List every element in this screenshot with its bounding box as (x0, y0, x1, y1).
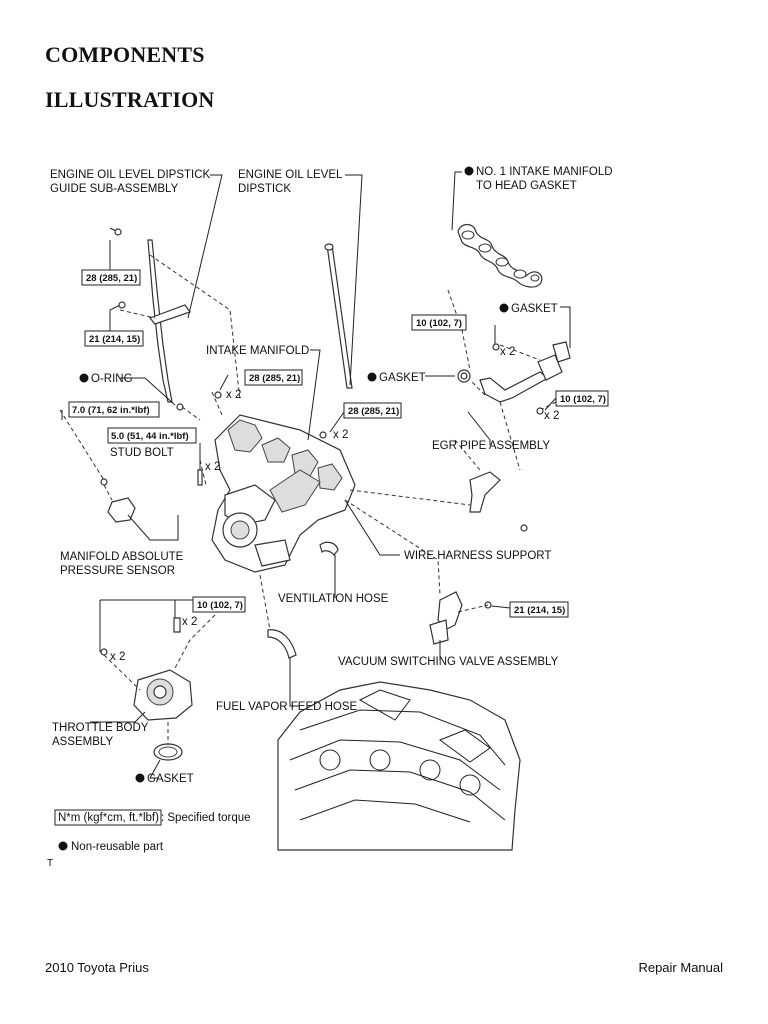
torque-value: 21 (214, 15) (514, 605, 565, 616)
torque-box: 5.0 (51, 44 in.*lbf) (107, 427, 197, 444)
intake-manifold-part (211, 414, 356, 573)
non-reusable-dot-icon (58, 841, 68, 851)
torque-box: 28 (285, 21) (244, 369, 303, 386)
label-egr-pipe: EGR PIPE ASSEMBLY (432, 440, 550, 452)
multiplier-text: x 2 (182, 616, 197, 628)
torque-value: 10 (102, 7) (560, 394, 606, 405)
non-reusable-dot-icon (499, 303, 509, 313)
label-intake-gasket-2: TO HEAD GASKET (476, 180, 577, 192)
label-gasket-bottom: GASKET (147, 773, 194, 785)
legend-non-reusable: Non-reusable part (71, 841, 164, 853)
non-reusable-dot-icon (135, 773, 145, 783)
torque-box: 10 (102, 7) (411, 314, 467, 331)
torque-box: 21 (214, 15) (84, 330, 144, 347)
torque-value: 28 (285, 21) (86, 273, 137, 284)
dipstick-part (324, 243, 353, 389)
label-gasket-left: GASKET (379, 372, 426, 384)
wire-harness-support-part (469, 471, 528, 532)
label-dipstick-2: DIPSTICK (238, 183, 291, 195)
label-wire-harness: WIRE HARNESS SUPPORT (404, 550, 551, 562)
multiplier-text: x 2 (544, 410, 559, 422)
label-dipstick-guide-2: GUIDE SUB-ASSEMBLY (50, 183, 179, 195)
engine-block-sketch (277, 681, 521, 851)
torque-box: 28 (285, 21) (81, 269, 141, 286)
torque-box: 7.0 (71, 62 in.*lbf) (68, 401, 160, 418)
footer-right: Repair Manual (638, 960, 723, 975)
label-map-sensor-2: PRESSURE SENSOR (60, 565, 175, 577)
label-throttle-2: ASSEMBLY (52, 736, 113, 748)
components-illustration: ENGINE OIL LEVEL DIPSTICK GUIDE SUB-ASSE… (50, 166, 613, 853)
multiplier-text: x 2 (500, 346, 515, 358)
intake-gasket-part (457, 223, 543, 288)
multiplier-text: x 2 (333, 429, 348, 441)
torque-value: 5.0 (51, 44 in.*lbf) (111, 431, 189, 442)
label-stud-bolt: STUD BOLT (110, 447, 174, 459)
label-throttle-1: THROTTLE BODY (52, 722, 149, 734)
fasteners (114, 228, 544, 486)
throttle-body-part (100, 617, 193, 761)
torque-value: 28 (285, 21) (249, 373, 300, 384)
heading-illustration: ILLUSTRATION (45, 87, 215, 112)
label-vsv: VACUUM SWITCHING VALVE ASSEMBLY (338, 656, 559, 668)
non-reusable-dot-icon (367, 372, 377, 382)
multiplier-text: x 2 (110, 651, 125, 663)
label-map-sensor-1: MANIFOLD ABSOLUTE (60, 551, 184, 563)
heading-components: COMPONENTS (45, 42, 205, 67)
multiplier-text: x 2 (226, 389, 241, 401)
ventilation-hose-part (319, 541, 339, 556)
legend-torque-units: N*m (kgf*cm, ft.*lbf) (58, 812, 159, 824)
legend-torque-desc: : Specified torque (161, 812, 251, 824)
torque-value: 21 (214, 15) (89, 334, 140, 345)
label-dipstick-guide-1: ENGINE OIL LEVEL DIPSTICK (50, 169, 211, 181)
torque-value: 28 (285, 21) (348, 406, 399, 417)
footer-left: 2010 Toyota Prius (45, 960, 149, 975)
label-dipstick-1: ENGINE OIL LEVEL (238, 169, 343, 181)
assembly-lines (59, 254, 561, 745)
map-sensor-part (100, 478, 136, 523)
figure-mark: T (47, 858, 54, 869)
torque-value: 10 (102, 7) (416, 318, 462, 329)
torque-value: 7.0 (71, 62 in.*lbf) (72, 405, 150, 416)
fuel-vapor-hose-part (267, 629, 297, 659)
vsv-part (429, 591, 492, 645)
label-fuel-vapor: FUEL VAPOR FEED HOSE (216, 701, 358, 713)
label-ventilation-hose: VENTILATION HOSE (278, 593, 389, 605)
non-reusable-dot-icon (464, 166, 474, 176)
torque-box: 28 (285, 21) (343, 402, 402, 419)
torque-box: 21 (214, 15) (509, 601, 569, 618)
label-o-ring: O-RING (91, 373, 133, 385)
torque-value: 10 (102, 7) (197, 600, 243, 611)
legend: N*m (kgf*cm, ft.*lbf) : Specified torque… (54, 809, 251, 853)
label-gasket-egr: GASKET (511, 303, 558, 315)
egr-pipe-part (457, 341, 571, 403)
label-intake-manifold: INTAKE MANIFOLD (206, 345, 309, 357)
torque-box: 10 (102, 7) (192, 596, 246, 613)
leader-lines (61, 171, 571, 779)
torque-box: 10 (102, 7) (555, 390, 609, 407)
label-intake-gasket-1: NO. 1 INTAKE MANIFOLD (476, 166, 613, 178)
multiplier-text: x 2 (205, 461, 220, 473)
dipstick-guide-part (147, 239, 191, 411)
non-reusable-dot-icon (79, 373, 89, 383)
